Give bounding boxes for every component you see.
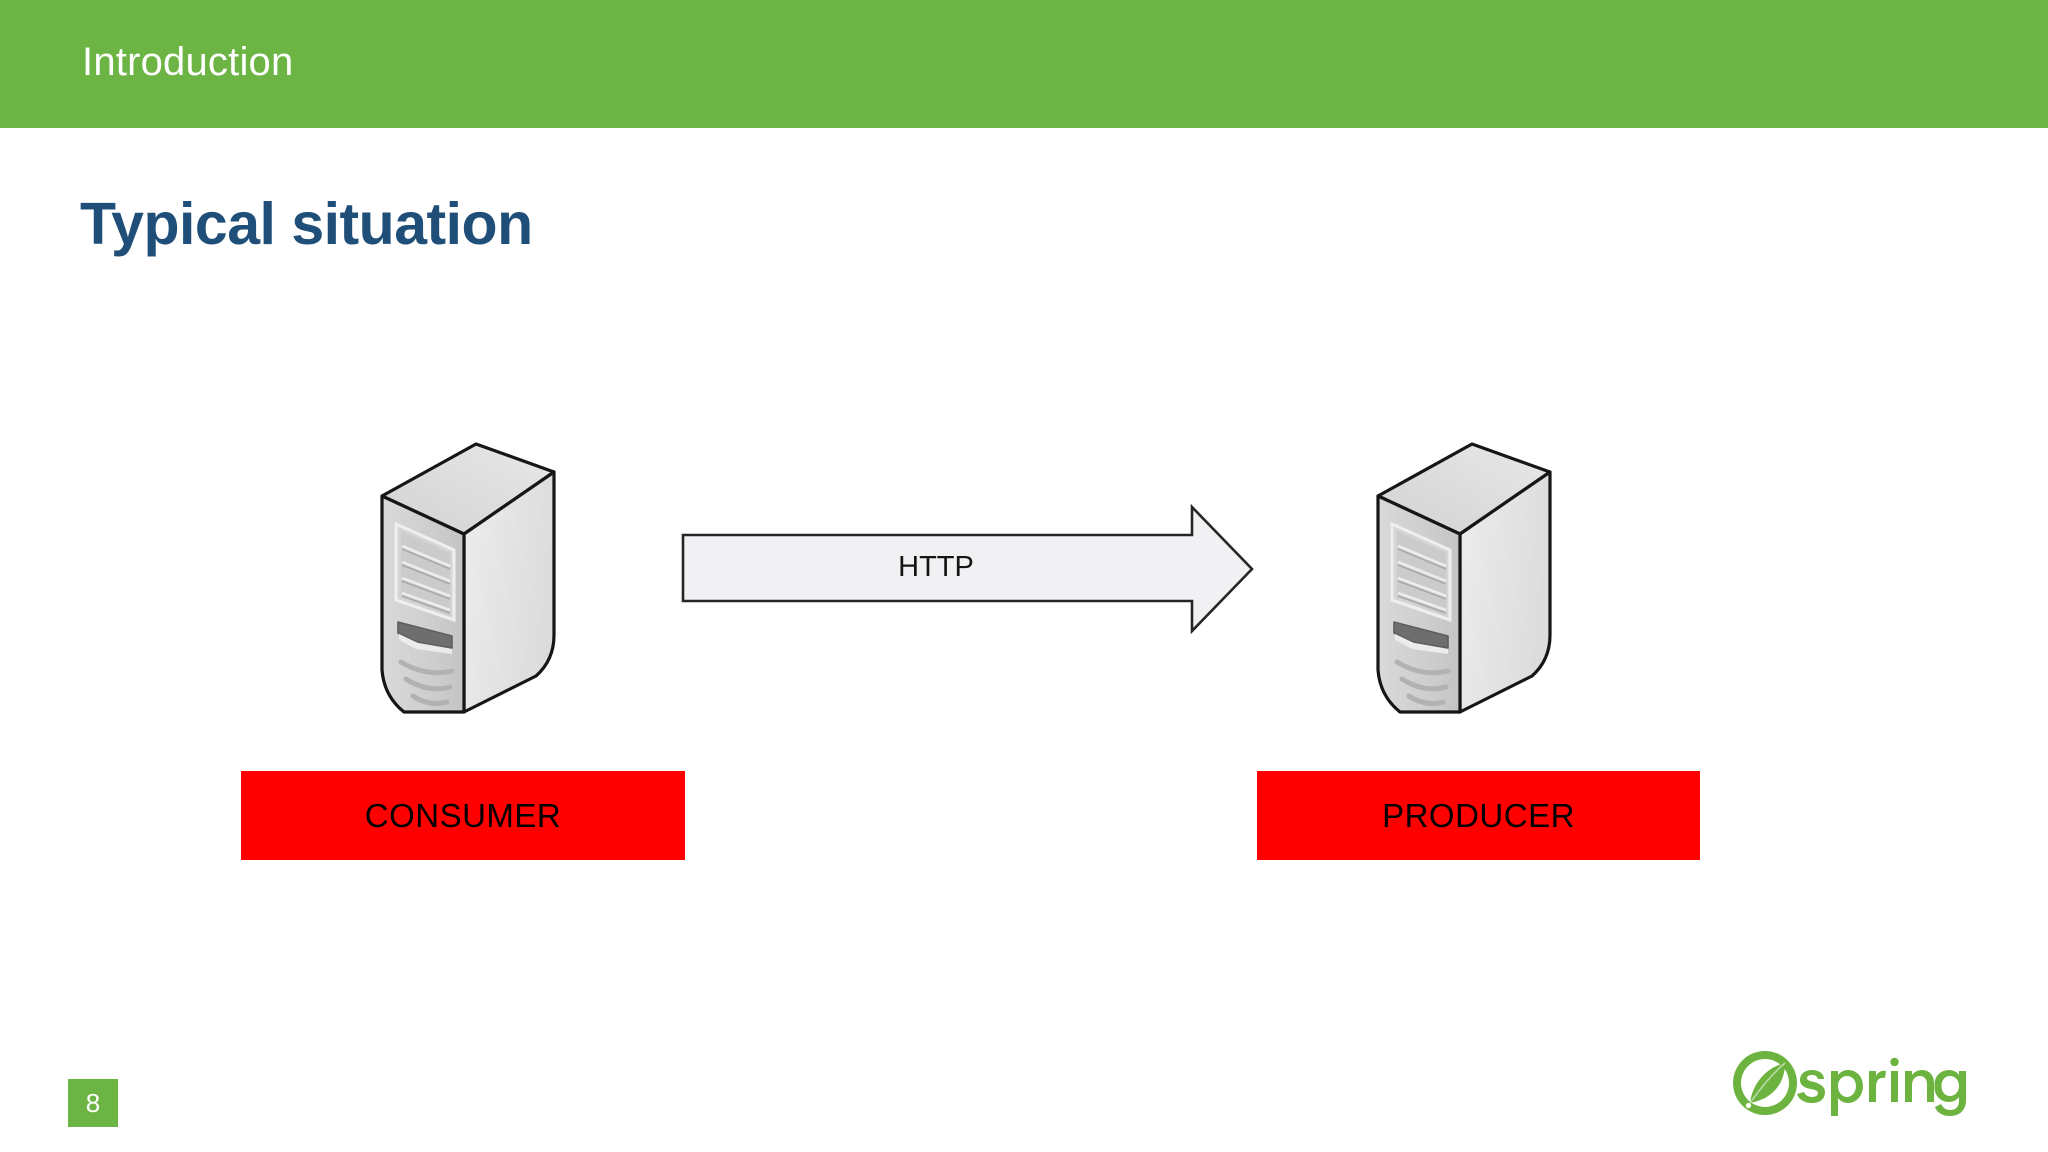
consumer-label-text: CONSUMER [364,796,562,834]
producer-label-text: PRODUCER [1382,796,1575,834]
http-arrow-shape [681,503,1255,635]
page-number-badge: 8 [68,1079,118,1127]
page-number-text: 8 [85,1088,101,1118]
section-header-band: Introduction [0,0,2048,128]
http-arrow-label: HTTP [898,551,974,583]
server-tower-icon-consumer [368,430,568,720]
spring-logo [1728,1046,1972,1120]
page-title: Typical situation [80,191,533,257]
producer-label-box: PRODUCER [1257,771,1700,860]
section-header-label: Introduction [82,40,294,84]
consumer-label-box: CONSUMER [241,771,685,860]
server-tower-icon-producer [1364,430,1564,720]
